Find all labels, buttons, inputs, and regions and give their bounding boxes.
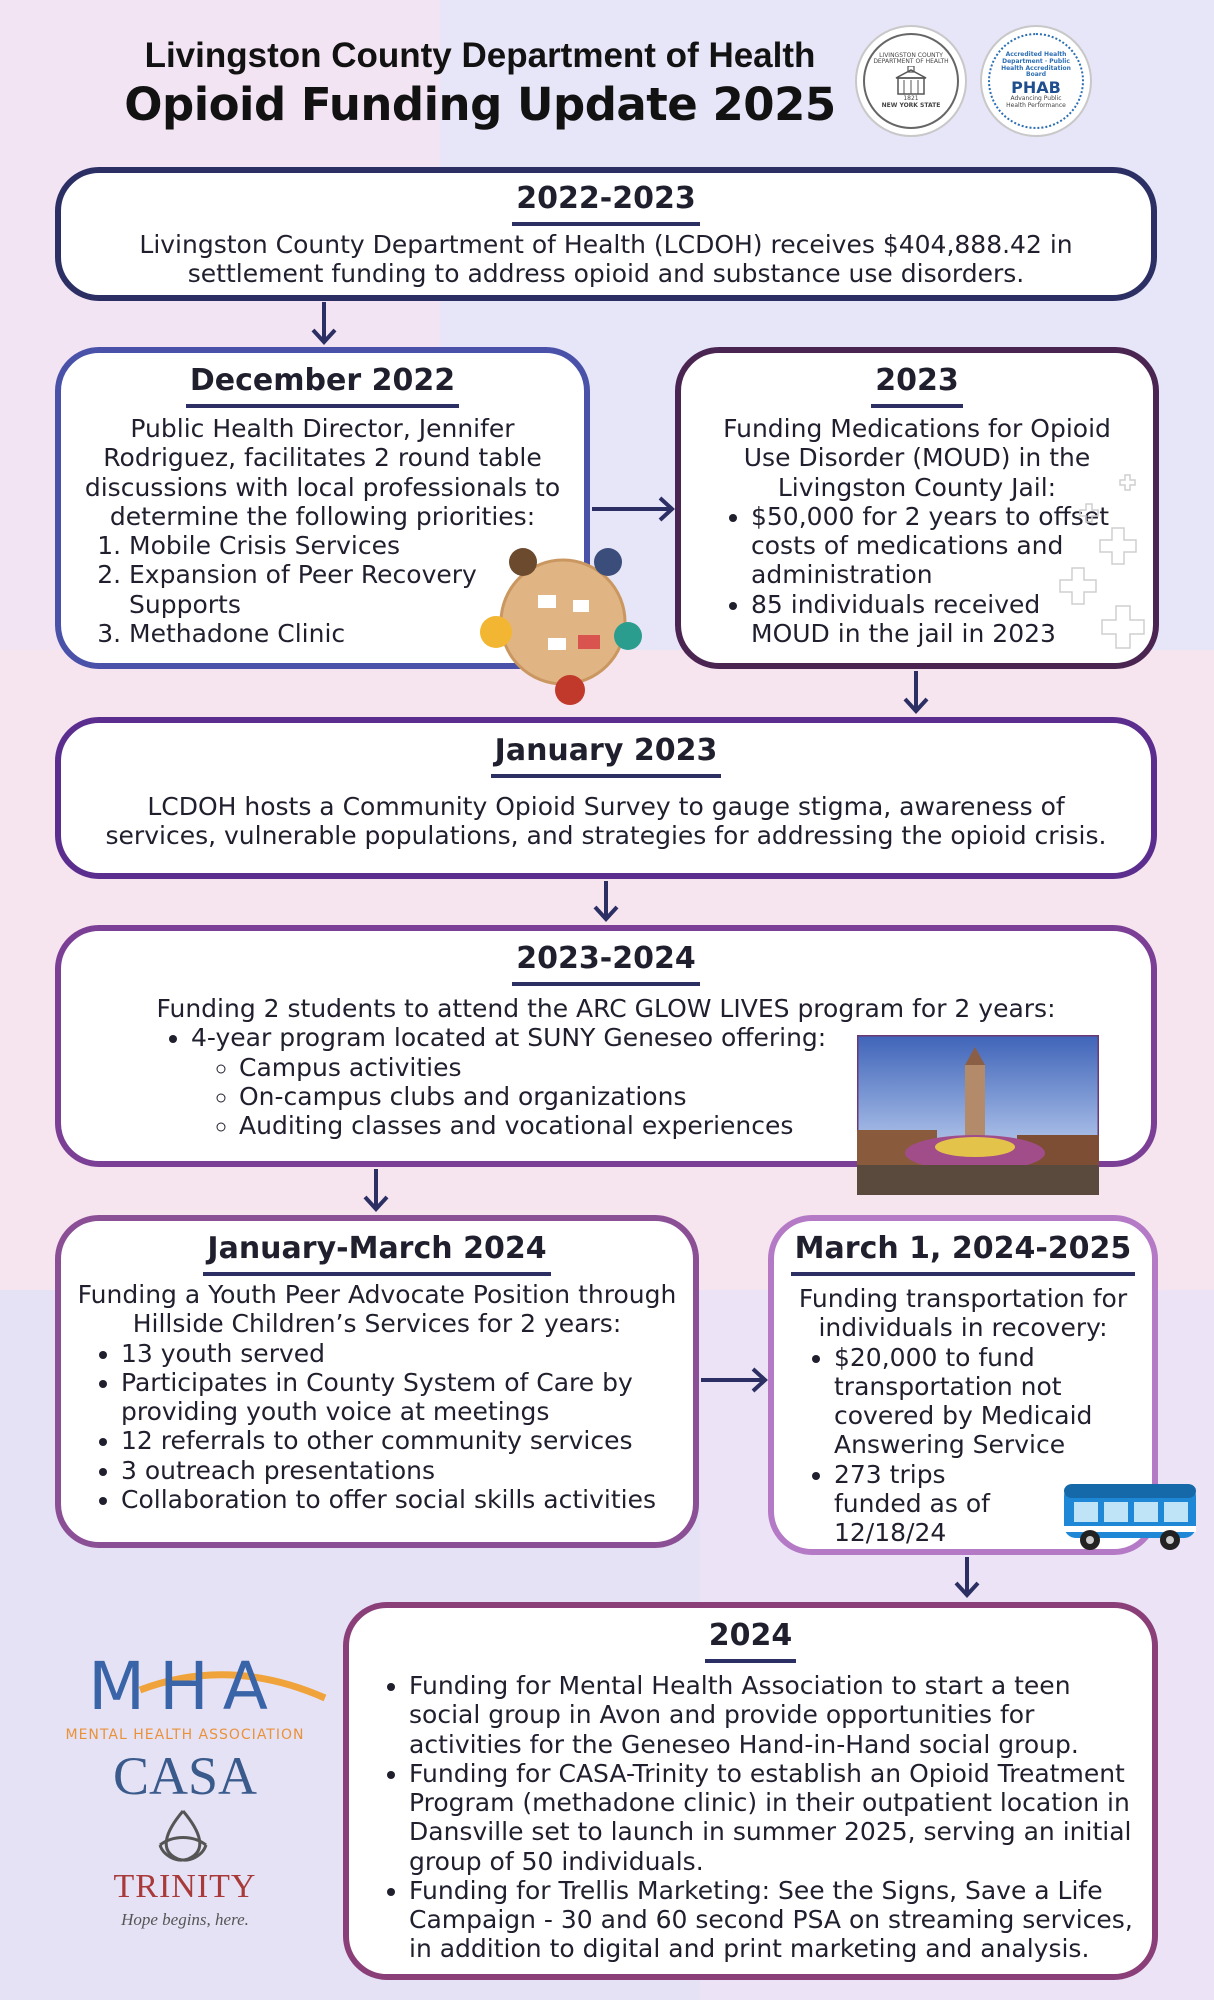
box-text: Funding 2 students to attend the ARC GLO…	[156, 994, 1056, 1023]
right-arrow-icon	[592, 496, 675, 522]
county-seal-year: 1821	[903, 95, 919, 102]
down-arrow-icon	[311, 302, 337, 345]
program-list: 4-year program located at SUNY Geneseo o…	[61, 1023, 1151, 1140]
box-text: Public Health Director, Jennifer Rodrigu…	[84, 414, 561, 531]
geneseo-campus-photo	[857, 1035, 1099, 1195]
list-item: Expansion of Peer Recovery Supports	[129, 560, 484, 619]
list-item: On-campus clubs and organizations	[239, 1082, 851, 1111]
timeline-box-march-2024-2025: March 1, 2024-2025 Funding transportatio…	[768, 1215, 1158, 1555]
list-item-text: 4-year program located at SUNY Geneseo o…	[191, 1023, 827, 1053]
box-text: Funding a Youth Peer Advocate Position t…	[77, 1280, 677, 1339]
list-item: Collaboration to offer social skills act…	[121, 1485, 671, 1514]
box-text: Funding transportation for individuals i…	[798, 1284, 1128, 1343]
trinity-knot-icon	[158, 1810, 208, 1862]
box-title: 2023	[871, 363, 963, 408]
list-item: Participates in County System of Care by…	[121, 1368, 671, 1427]
box-title: January-March 2024	[203, 1231, 551, 1276]
box-text: LCDOH hosts a Community Opioid Survey to…	[105, 792, 1107, 851]
casa-logo-text: CASA	[112, 1746, 258, 1806]
round-table-illustration	[480, 548, 642, 705]
down-arrow-icon	[954, 1557, 980, 1598]
timeline-box-2023-moud: 2023 Funding Medications for Opioid Use …	[675, 347, 1159, 669]
county-seal-text: LIVINGSTON COUNTY DEPARTMENT OF HEALTH	[873, 51, 949, 66]
phab-tagline: Advancing Public Health Performance	[1006, 95, 1066, 109]
list-item: 85 individuals received MOUD in the jail…	[751, 590, 1113, 649]
timeline-box-2022-2023: 2022-2023 Livingston County Department o…	[55, 167, 1157, 301]
trinity-tagline: Hope begins, here.	[121, 1910, 249, 1929]
box-title: January 2023	[490, 733, 722, 778]
list-item: Mobile Crisis Services	[129, 531, 484, 560]
list-item: $50,000 for 2 years to offset costs of m…	[751, 502, 1113, 590]
bus-icon	[1064, 1484, 1196, 1550]
page-header: Livingston County Department of Health O…	[120, 30, 840, 131]
page-subtitle: Livingston County Department of Health	[144, 36, 816, 75]
priority-list: Mobile Crisis Services Expansion of Peer…	[61, 531, 584, 648]
down-arrow-icon	[593, 881, 619, 922]
mha-logo: MHA MENTAL HEALTH ASSOCIATION	[40, 1648, 330, 1743]
phab-logo: Accredited Health Department · Public He…	[980, 25, 1092, 137]
youth-advocate-list: 13 youth served Participates in County S…	[61, 1339, 693, 1515]
list-item: Funding for Mental Health Association to…	[409, 1671, 1136, 1759]
right-arrow-icon	[701, 1367, 768, 1393]
phab-name: PHAB	[1011, 77, 1061, 97]
medical-cross-icon	[1059, 474, 1145, 649]
phab-ring-text: Accredited Health Department · Public He…	[1001, 51, 1071, 79]
courthouse-icon	[895, 66, 927, 95]
list-item: Funding for CASA-Trinity to establish an…	[409, 1759, 1136, 1876]
list-item: Auditing classes and vocational experien…	[239, 1111, 851, 1140]
box-title: March 1, 2024-2025	[790, 1231, 1136, 1276]
list-item: Campus activities	[239, 1053, 851, 1082]
funding-list: Funding for Mental Health Association to…	[349, 1671, 1152, 1964]
down-arrow-icon	[363, 1169, 389, 1212]
mha-name: MENTAL HEALTH ASSOCIATION	[65, 1727, 305, 1743]
list-item: 273 trips funded as of 12/18/24	[834, 1460, 1136, 1548]
trinity-logo-text: TRINITY	[113, 1868, 257, 1905]
transportation-list: $20,000 to fund transportation not cover…	[774, 1343, 1152, 1548]
program-sublist: Campus activities On-campus clubs and or…	[191, 1053, 851, 1141]
box-title: 2023-2024	[512, 941, 700, 986]
timeline-box-january-march-2024: January-March 2024 Funding a Youth Peer …	[55, 1215, 699, 1548]
list-item: $20,000 to fund transportation not cover…	[834, 1343, 1136, 1460]
mha-swoosh-icon	[138, 1671, 327, 1702]
box-text: Funding Medications for Opioid Use Disor…	[723, 414, 1111, 502]
list-item: 13 youth served	[121, 1339, 671, 1368]
list-item: Funding for Trellis Marketing: See the S…	[409, 1876, 1136, 1964]
page-title: Opioid Funding Update 2025	[124, 78, 836, 131]
box-text: Livingston County Department of Health (…	[139, 230, 1073, 289]
box-title: 2024	[704, 1618, 797, 1663]
moud-list: $50,000 for 2 years to offset costs of m…	[681, 502, 1153, 648]
mha-mark: MHA	[88, 1648, 282, 1725]
timeline-box-january-2023: January 2023 LCDOH hosts a Community Opi…	[55, 717, 1157, 879]
list-item: 4-year program located at SUNY Geneseo o…	[191, 1023, 851, 1140]
county-seal-state: NEW YORK STATE	[881, 101, 941, 109]
list-item: Methadone Clinic	[129, 619, 484, 648]
box-title: 2022-2023	[512, 181, 700, 226]
list-item: 3 outreach presentations	[121, 1456, 671, 1485]
county-seal-logo: LIVINGSTON COUNTY DEPARTMENT OF HEALTH 1…	[855, 25, 967, 137]
list-item: 12 referrals to other community services	[121, 1426, 671, 1455]
box-title: December 2022	[185, 363, 460, 408]
timeline-box-2024: 2024 Funding for Mental Health Associati…	[343, 1602, 1158, 1980]
down-arrow-icon	[903, 671, 929, 714]
